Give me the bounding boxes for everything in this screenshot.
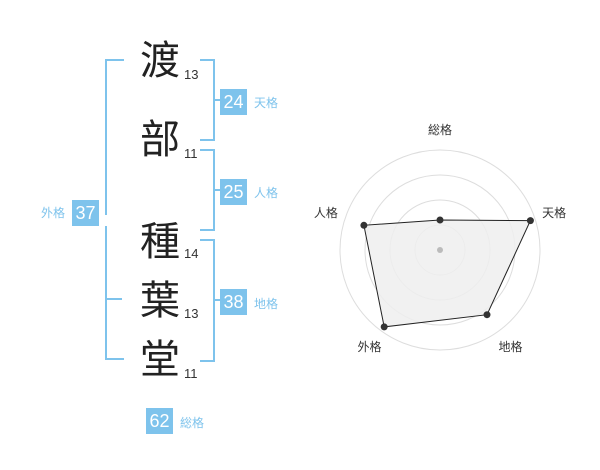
soukaku-label: 総格 [180, 416, 205, 430]
gaikaku-bracket-mid [105, 298, 122, 300]
tenkaku-tick [215, 99, 220, 101]
name-char-1: 渡 [140, 38, 180, 84]
name-char-5: 堂 [140, 337, 180, 383]
radar-point-2 [526, 217, 534, 225]
stroke-count-1: 13 [184, 67, 199, 82]
radar-point-1 [436, 216, 444, 224]
radar-axis-label-1: 総格 [428, 122, 452, 137]
jinkaku-tick [215, 189, 220, 191]
stroke-count-5: 11 [184, 366, 198, 381]
radar-axis-label-5: 人格 [314, 205, 338, 220]
tenkaku-bracket [200, 59, 215, 141]
jinkaku-value: 25 [220, 179, 247, 205]
name-char-4: 葉 [140, 278, 180, 324]
gaikaku-bracket-top [105, 59, 124, 215]
gaikaku-label: 外格 [41, 206, 66, 220]
radar-area [363, 219, 532, 328]
radar-point-4 [380, 323, 388, 331]
gaikaku-value: 37 [72, 200, 99, 226]
jinkaku-label: 人格 [254, 186, 279, 200]
chikaku-value: 38 [220, 289, 247, 315]
tenkaku-label: 天格 [254, 96, 279, 110]
radar-axis-label-2: 天格 [542, 205, 566, 220]
tenkaku-value: 24 [220, 89, 247, 115]
radar-center-dot [437, 247, 443, 253]
radar-axis-label-4: 外格 [357, 339, 381, 354]
soukaku-value: 62 [146, 408, 173, 434]
name-char-3: 種 [140, 219, 180, 265]
stroke-count-3: 14 [184, 246, 199, 261]
stroke-count-2: 11 [184, 146, 198, 161]
chikaku-tick [215, 299, 220, 301]
gaikaku-bracket-bottom [105, 226, 124, 360]
chikaku-bracket [200, 239, 215, 362]
chikaku-label: 地格 [254, 297, 279, 311]
radar-axis-label-3: 地格 [498, 339, 522, 354]
radar-ring-4 [339, 149, 541, 351]
radar-point-5 [360, 221, 368, 229]
name-char-2: 部 [140, 117, 180, 163]
jinkaku-bracket [200, 149, 215, 231]
radar-point-3 [483, 311, 491, 319]
stroke-count-4: 13 [184, 306, 199, 321]
